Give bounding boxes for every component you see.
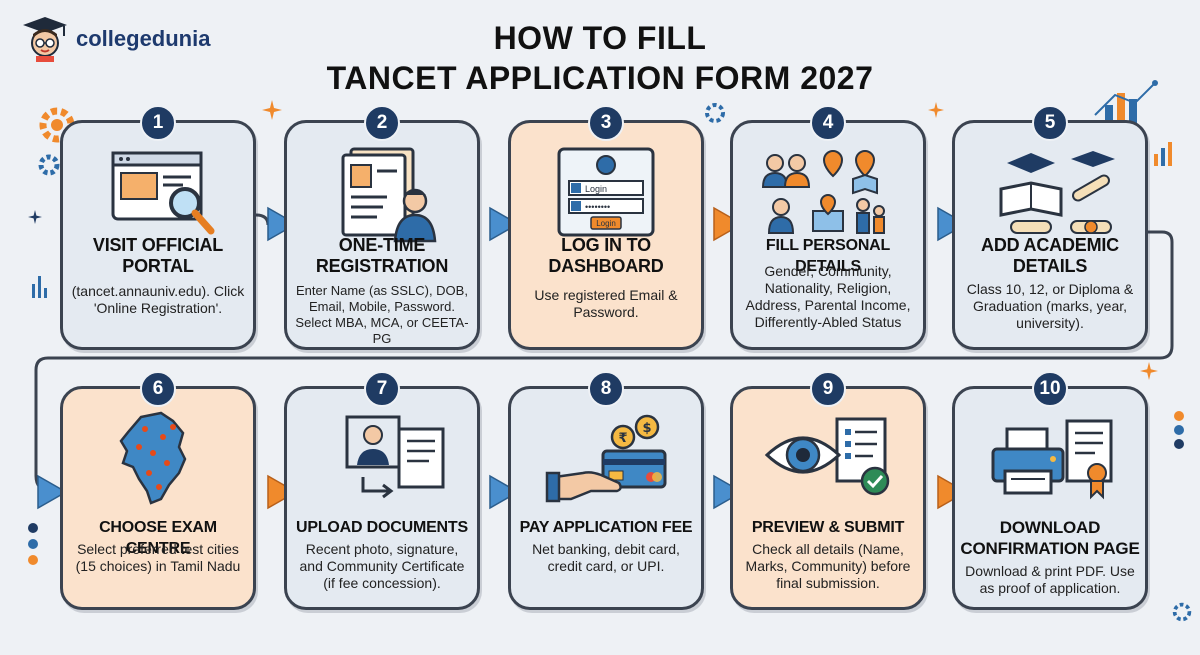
step-card-2: 2 ONE-TIME REGISTRATION Enter Name (as S… (284, 105, 480, 350)
connector-3-4 (713, 206, 744, 242)
printer-certificate-icon (991, 419, 1113, 500)
page-title-line1: HOW TO FILL (493, 20, 707, 56)
step-number: 7 (364, 371, 400, 407)
gear-icon (1172, 602, 1192, 622)
sparkle-icon (262, 100, 282, 120)
sparkle-icon (28, 210, 42, 224)
mini-chart-icon (32, 276, 47, 298)
browser-magnifier-icon (111, 151, 215, 235)
brand-name: collegedunia (76, 26, 211, 51)
step-title: ADD ACADEMIC DETAILS (981, 235, 1119, 276)
login-button-label: Login (596, 219, 616, 228)
eye-checklist-icon (764, 417, 890, 496)
step-desc: Enter Name (as SSLC), DOB, Email, Mobile… (295, 283, 469, 346)
step-title: PAY APPLICATION FEE (519, 519, 693, 536)
step-title: FILL PERSONAL DETAILS (765, 237, 891, 275)
step-card-4: 4 FILL PERSONAL DETAILS Gender, Communit… (730, 105, 926, 350)
step-title: VISIT OFFICIAL PORTAL (92, 235, 224, 276)
graduation-icon (999, 151, 1115, 234)
step-card-5: 5 ADD ACADEMIC DETAILS Class 10, 12, or … (952, 105, 1148, 350)
mini-chart-icon (1154, 142, 1172, 166)
registration-form-icon (341, 147, 437, 243)
card-payment-icon: ₹ $ (545, 414, 667, 503)
bar-chart-icon (1094, 80, 1158, 130)
login-field-label: Login (585, 184, 607, 194)
rupee-coin-symbol: ₹ (618, 431, 627, 446)
step-card-9: 9 PREVIEW & SUBMIT Check all details (Na… (730, 371, 926, 610)
upload-documents-icon (345, 415, 445, 499)
connector-6-7 (267, 474, 298, 510)
connector-7-8 (489, 474, 520, 510)
login-screen-icon: Login •••••••• Login (557, 147, 655, 237)
tamil-nadu-map-icon (119, 411, 187, 505)
step-desc: Net banking, debit card, credit card, or… (532, 541, 680, 574)
student-avatar-icon (23, 17, 67, 62)
step-title: LOG IN TO DASHBOARD (548, 235, 664, 276)
step-card-3: 3 Login •••••••• Login LOG IN TO DASHBOA… (508, 105, 704, 350)
step-desc: Download & print PDF. Use as proof of ap… (965, 563, 1135, 596)
step-desc: Class 10, 12, or Diploma & Graduation (m… (966, 281, 1134, 331)
step-number: 4 (810, 105, 846, 141)
step-number: 1 (140, 105, 176, 141)
step-number: 8 (588, 371, 624, 407)
sparkle-icon (1140, 362, 1158, 380)
step-title: ONE-TIME REGISTRATION (315, 235, 449, 276)
step-card-6: 6 CHOOSE EXAM CENTRE Select preferred te… (60, 371, 256, 610)
step-number: 6 (140, 371, 176, 407)
step-card-10: 10 DOWNLOAD CONFIRMATION PAGE Download &… (952, 371, 1148, 610)
step-desc: Recent photo, signature, and Community C… (299, 541, 465, 591)
step-desc: Select preferred test cities (15 choices… (75, 541, 241, 574)
step-title: PREVIEW & SUBMIT (751, 519, 905, 536)
connector-5-6 (34, 230, 1174, 492)
step-title: DOWNLOAD CONFIRMATION PAGE (960, 518, 1140, 558)
page-title-line2: TANCET APPLICATION FORM 2027 (326, 60, 874, 96)
step-title: UPLOAD DOCUMENTS (296, 519, 468, 536)
dollar-coin-symbol: $ (642, 421, 651, 436)
brand: collegedunia (20, 14, 210, 64)
gear-icon (38, 154, 60, 176)
step-desc: Use registered Email & Password. (534, 287, 678, 320)
connector-8-9 (713, 474, 744, 510)
step-number: 5 (1032, 105, 1068, 141)
connector-1-2 (255, 206, 298, 242)
password-field-value: •••••••• (585, 202, 610, 212)
connector-2-3 (489, 206, 520, 242)
step-card-1: 1 VISIT OFFICIAL PORTAL (tancet.annauniv… (60, 105, 256, 350)
dots-icon (28, 523, 38, 565)
step-card-7: 7 UPLOAD DOCUMENTS Recent photo, signatu… (284, 371, 480, 610)
step-desc: Check all details (Name, Marks, Communit… (745, 541, 911, 591)
step-number: 3 (588, 105, 624, 141)
step-title: CHOOSE EXAM CENTRE (99, 519, 217, 557)
people-location-icon (761, 149, 885, 234)
step-desc: Gender, Community, Nationality, Religion… (745, 263, 911, 330)
step-desc: (tancet.annauniv.edu). Click 'Online Reg… (71, 283, 245, 316)
dots-icon (1174, 411, 1184, 449)
step-card-8: 8 ₹ $ PAY APPLICATION FEE Net banking, d… (508, 371, 704, 610)
step-number: 9 (810, 371, 846, 407)
step-number: 10 (1032, 371, 1068, 407)
gear-icon (705, 103, 725, 123)
step-number: 2 (364, 105, 400, 141)
sparkle-icon (928, 102, 944, 118)
